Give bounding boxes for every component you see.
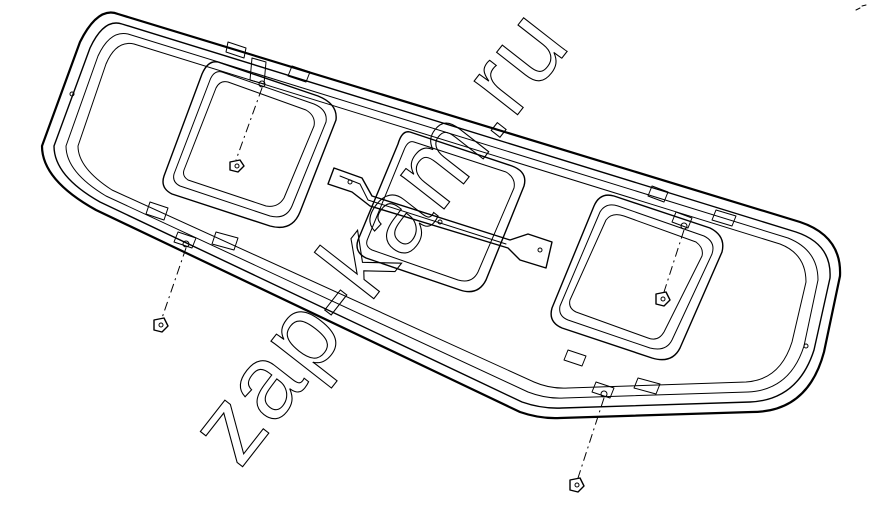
center-bracket <box>327 167 553 269</box>
nut-4 <box>569 477 585 493</box>
mounting-tabs <box>69 41 809 399</box>
corner-mark <box>855 4 867 11</box>
nut-3 <box>655 291 671 307</box>
panel-outline <box>40 11 842 420</box>
fasteners <box>153 87 685 493</box>
nut-1 <box>229 159 245 173</box>
nut-2 <box>153 317 169 333</box>
watermark-text: zap-kam.ru <box>167 0 591 484</box>
left-recess <box>162 61 337 229</box>
right-recess <box>550 194 724 361</box>
center-recess <box>356 131 526 293</box>
